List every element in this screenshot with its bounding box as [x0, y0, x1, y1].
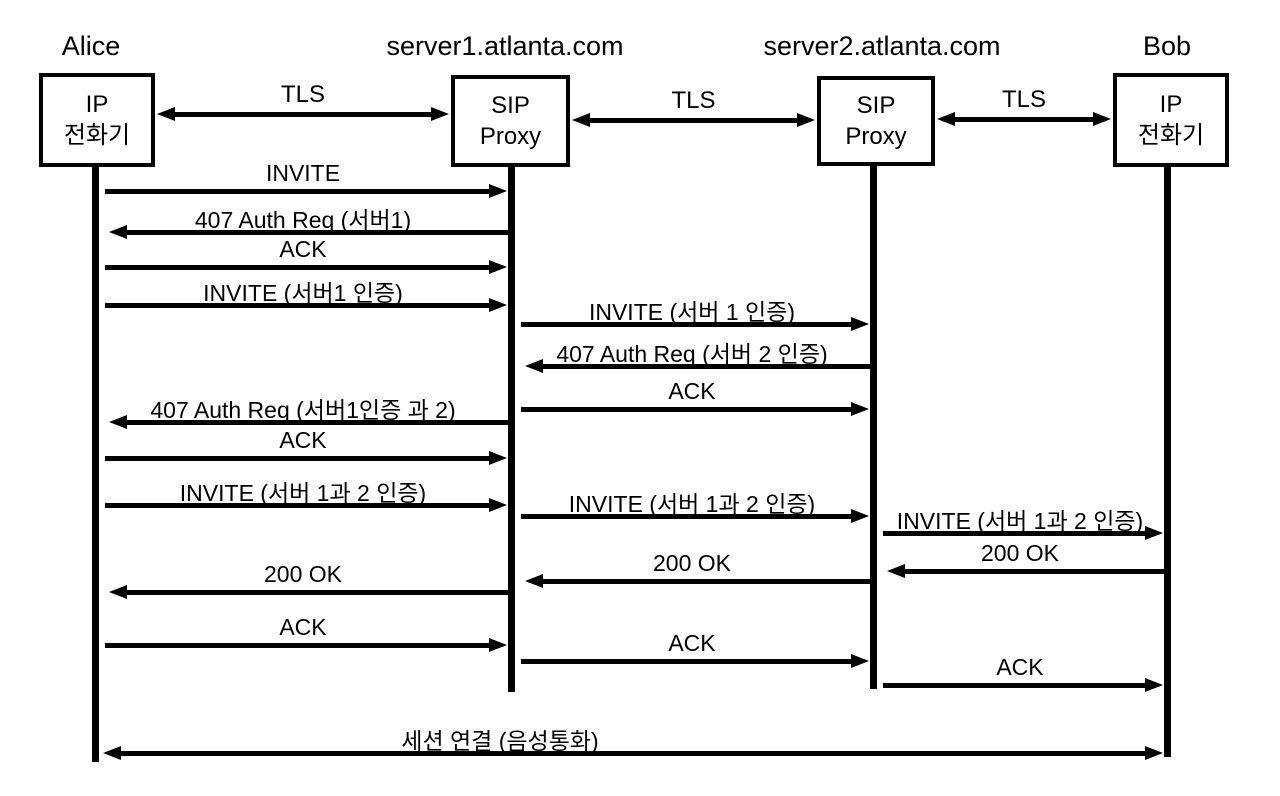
arrow-line — [105, 642, 495, 648]
arrowhead — [572, 113, 590, 127]
arrow-line — [883, 682, 1151, 688]
message-label: ACK — [668, 378, 716, 404]
message-label: INVITE (서버 1과 2 인증) — [179, 480, 427, 506]
arrow-line — [105, 502, 495, 508]
message-label: 200 OK — [981, 540, 1059, 566]
arrowhead — [797, 113, 815, 127]
message-label: 200 OK — [653, 550, 731, 576]
arrow-line — [537, 363, 871, 369]
message-label: ACK — [668, 630, 716, 656]
arrow-line — [117, 750, 1149, 756]
arrowhead — [1145, 746, 1163, 760]
actor-box-label-line1: IP — [85, 91, 109, 118]
arrow-line — [121, 589, 509, 595]
arrow-line — [105, 302, 495, 308]
message-label: INVITE (서버1 인증) — [203, 280, 403, 306]
lifeline-alice — [92, 165, 99, 762]
tls-label: TLS — [671, 87, 716, 114]
arrowhead — [937, 112, 955, 126]
lifeline-bob — [1164, 165, 1171, 757]
arrowhead — [851, 402, 869, 416]
arrow-line — [521, 321, 857, 327]
lifeline-server1 — [508, 165, 515, 692]
actor-box-label-line2: 전화기 — [1137, 122, 1205, 149]
arrow-line — [521, 406, 857, 412]
arrowhead — [851, 509, 869, 523]
arrowhead — [887, 564, 905, 578]
actor-box-label-line2: Proxy — [479, 123, 542, 150]
arrow-line — [951, 116, 1097, 122]
arrow-line — [521, 513, 857, 519]
tls-label: TLS — [1001, 86, 1046, 113]
arrowhead — [1093, 112, 1111, 126]
arrow-line — [105, 264, 495, 270]
arrowhead — [525, 574, 543, 588]
arrow-line — [171, 111, 435, 117]
arrow-line — [537, 578, 871, 584]
actor-header-server2: server2.atlanta.com — [763, 31, 1001, 61]
actor-header-bob: Bob — [1142, 31, 1192, 61]
message-label: INVITE (서버 1과 2 인증) — [568, 491, 816, 517]
actor-box-server2: SIP Proxy — [817, 76, 935, 166]
arrow-line — [121, 229, 509, 235]
arrow-line — [105, 188, 495, 194]
arrowhead — [431, 107, 449, 121]
message-label: ACK — [279, 427, 327, 453]
message-label: INVITE (서버 1 인증) — [588, 299, 796, 325]
message-label: ACK — [279, 236, 327, 262]
message-label: 200 OK — [264, 561, 342, 587]
message-label: 407 Auth Req (서버1) — [194, 207, 412, 233]
actor-header-server1: server1.atlanta.com — [386, 31, 624, 61]
message-label: 407 Auth Req (서버1인증 과 2) — [150, 397, 456, 423]
arrow-line — [899, 568, 1165, 574]
arrowhead — [489, 498, 507, 512]
arrowhead — [489, 260, 507, 274]
arrowhead — [851, 317, 869, 331]
arrow-line — [121, 419, 509, 425]
arrowhead — [489, 298, 507, 312]
message-label: ACK — [996, 654, 1044, 680]
arrowhead — [1145, 678, 1163, 692]
message-label: 407 Auth Req (서버 2 인증) — [556, 341, 828, 367]
arrow-line — [105, 455, 495, 461]
arrowhead — [157, 107, 175, 121]
arrow-line — [586, 117, 801, 123]
tls-label: TLS — [280, 81, 325, 108]
actor-box-label-line2: 전화기 — [63, 122, 131, 149]
session-label: 세션 연결 (음성통화) — [401, 728, 599, 754]
actor-box-bob: IP 전화기 — [1113, 73, 1229, 167]
arrow-line — [521, 658, 857, 664]
arrowhead — [489, 451, 507, 465]
message-label: INVITE — [265, 160, 341, 186]
arrowhead — [109, 585, 127, 599]
lifeline-server2 — [870, 164, 877, 689]
arrowhead — [489, 184, 507, 198]
actor-box-label-line1: IP — [1159, 91, 1183, 118]
actor-box-label-line2: Proxy — [845, 123, 907, 150]
message-label: ACK — [279, 614, 327, 640]
arrowhead — [109, 225, 127, 239]
actor-box-label-line1: SIP — [491, 92, 530, 119]
arrow-line — [883, 530, 1151, 536]
actor-box-label-line1: SIP — [856, 92, 896, 119]
arrowhead — [109, 415, 127, 429]
arrowhead — [103, 746, 121, 760]
arrowhead — [525, 359, 543, 373]
arrowhead — [851, 654, 869, 668]
message-label: INVITE (서버 1과 2 인증) — [896, 508, 1144, 534]
arrowhead — [1145, 526, 1163, 540]
actor-box-server1: SIP Proxy — [451, 75, 570, 167]
actor-box-alice: IP 전화기 — [39, 73, 155, 167]
arrowhead — [489, 638, 507, 652]
actor-header-alice: Alice — [61, 31, 121, 61]
